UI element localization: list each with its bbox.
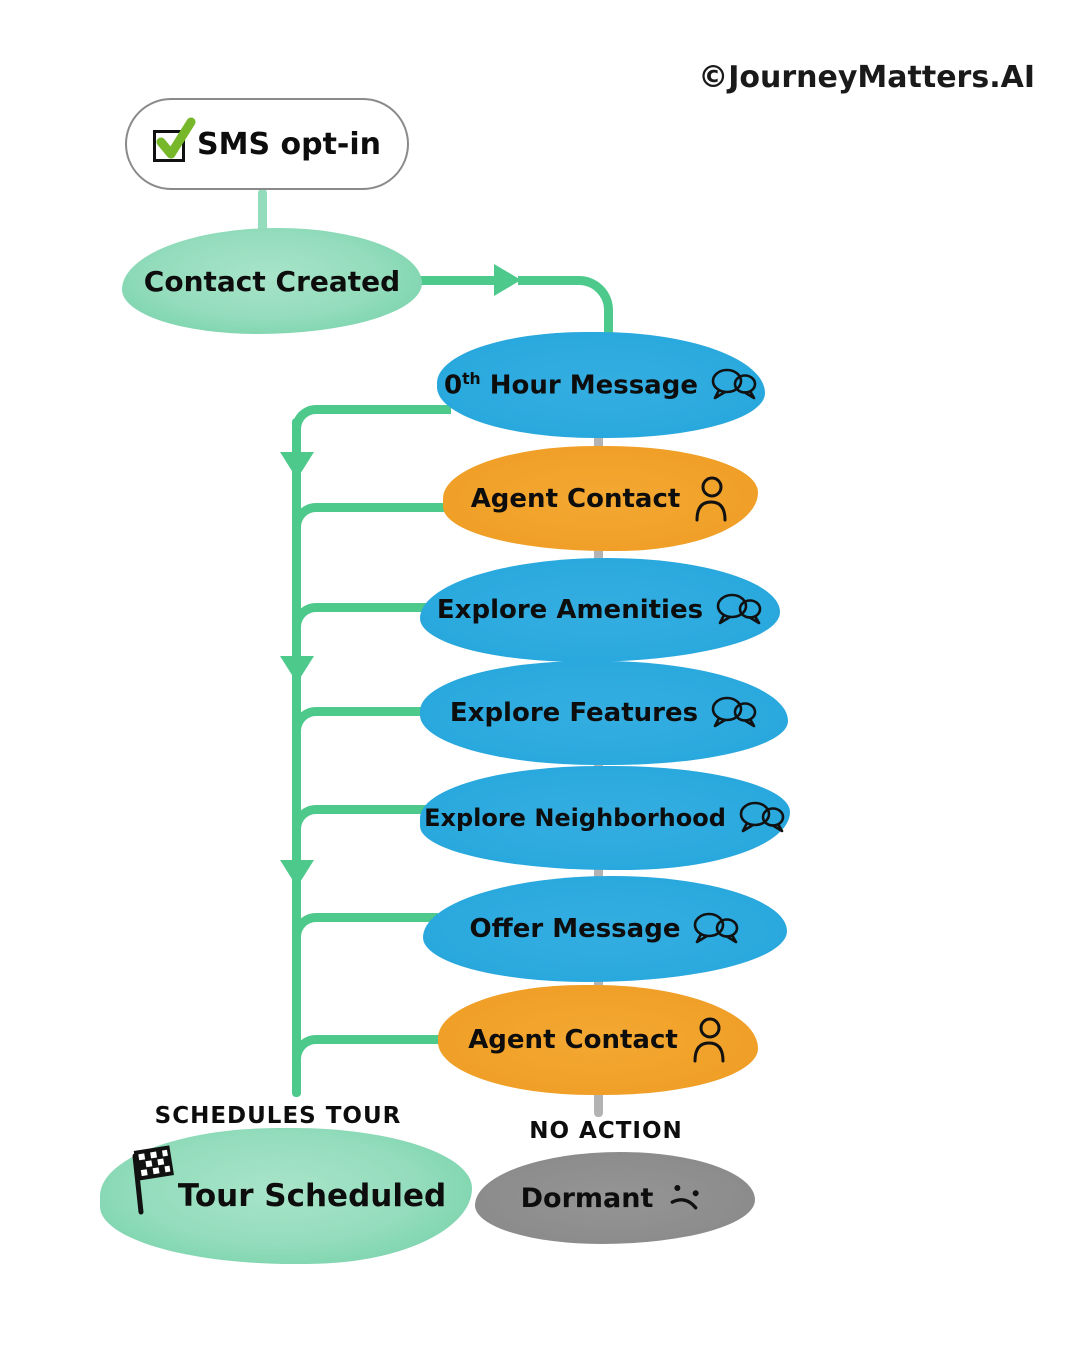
dormant-node: Dormant — [475, 1152, 755, 1244]
tour-scheduled-node: Tour Scheduled — [100, 1128, 472, 1264]
checkbox-checked-icon — [152, 117, 196, 162]
node-explore-amenities-label: Explore Amenities — [436, 595, 704, 625]
node-agent-contact-2: Agent Contact — [438, 985, 758, 1095]
tour-scheduled-label: Tour Scheduled — [177, 1178, 447, 1214]
node-0th-hour-message-label: 0th Hour Message — [444, 369, 698, 401]
node-offer-message-label: Offer Message — [469, 914, 681, 944]
branch-agent-contact-1 — [292, 503, 453, 558]
chat-bubbles-icon — [739, 801, 785, 833]
connector-sms-to-contact — [258, 189, 267, 232]
chat-bubbles-icon — [694, 912, 739, 944]
trunk-arrowhead-1-icon — [280, 452, 314, 479]
chat-bubbles-icon — [716, 593, 762, 625]
dormant-label: Dormant — [520, 1182, 654, 1214]
node-agent-contact-1: Agent Contact — [443, 446, 758, 551]
sad-face-icon — [670, 1184, 700, 1210]
trunk-arrowhead-2-icon — [280, 656, 314, 683]
node-explore-features-label: Explore Features — [449, 698, 699, 728]
chat-bubbles-icon — [711, 368, 757, 400]
gray-connector-2 — [594, 538, 603, 572]
branch-explore-features — [292, 707, 437, 762]
branch-explore-neighborhood — [292, 805, 435, 860]
gray-connector-5 — [594, 858, 603, 893]
trunk-arrowhead-3-icon — [280, 860, 314, 887]
branch-0th-hour — [292, 405, 451, 460]
gray-connector-to-dormant — [594, 1085, 603, 1117]
node-0th-hour-message: 0th Hour Message — [437, 332, 765, 438]
person-icon — [693, 1017, 725, 1063]
contact-created-node: Contact Created — [122, 228, 422, 334]
sms-opt-in-node: SMS opt-in — [125, 98, 409, 190]
node-explore-amenities: Explore Amenities — [420, 558, 780, 662]
contact-created-label: Contact Created — [143, 264, 401, 298]
branch-offer-message — [292, 913, 438, 968]
node-explore-neighborhood: Explore Neighborhood — [420, 766, 790, 870]
node-agent-contact-2-label: Agent Contact — [468, 1025, 678, 1055]
gray-connector-1 — [594, 425, 603, 461]
node-explore-features: Explore Features — [420, 661, 788, 765]
flow-arrow-corner — [518, 276, 613, 341]
node-agent-contact-1-label: Agent Contact — [470, 483, 681, 514]
flow-arrow-segment — [412, 276, 500, 285]
node-explore-neighborhood-label: Explore Neighborhood — [424, 804, 726, 832]
chat-bubbles-icon — [711, 696, 757, 728]
watermark: ©JourneyMatters.AI — [698, 60, 1035, 95]
branch-agent-contact-2 — [292, 1035, 449, 1090]
person-icon — [695, 476, 727, 521]
node-offer-message: Offer Message — [423, 876, 787, 982]
checkered-flag-icon — [132, 1145, 174, 1215]
schedules-tour-label: SCHEDULES TOUR — [154, 1103, 402, 1129]
flow-arrowhead-right-icon — [494, 264, 521, 296]
no-action-label: NO ACTION — [529, 1118, 683, 1144]
sms-opt-in-label: SMS opt-in — [196, 126, 382, 162]
branch-explore-amenities — [292, 603, 443, 658]
